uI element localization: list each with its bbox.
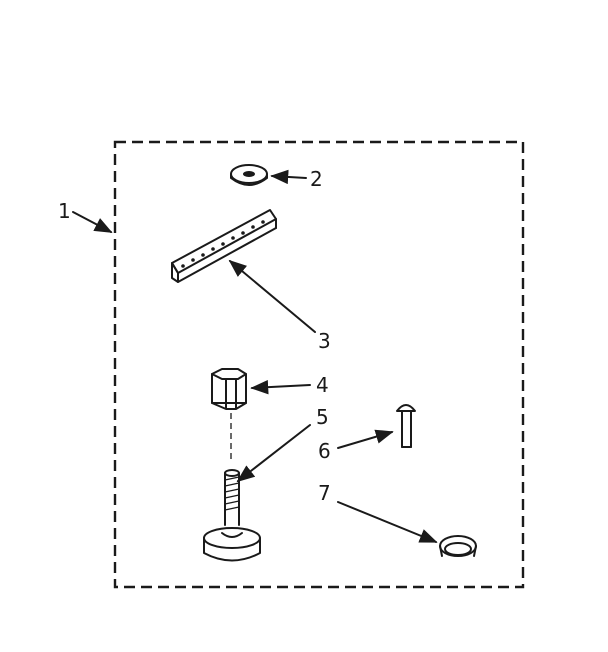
- callout-6: 6: [318, 439, 331, 463]
- leader-line-1: [72, 211, 113, 233]
- leader-line-3: [228, 259, 316, 333]
- callout-7: 7: [318, 481, 331, 505]
- washer-icon: [230, 164, 268, 186]
- leader-line-6: [337, 429, 394, 449]
- callout-1: 1: [58, 199, 71, 223]
- leader-line-4: [250, 379, 311, 395]
- hex-nut-icon: [211, 368, 247, 410]
- clip-ring-icon: [439, 535, 477, 557]
- screw-icon: [396, 404, 416, 448]
- leveling-foot-icon: [203, 469, 261, 562]
- leader-line-7: [337, 501, 438, 543]
- leader-line-5: [236, 424, 311, 483]
- callout-3: 3: [318, 329, 331, 353]
- callout-4: 4: [316, 373, 329, 397]
- kit-boundary-box: [113, 140, 525, 589]
- perforated-strap-icon: [171, 209, 277, 283]
- callout-2: 2: [310, 167, 323, 191]
- callout-5: 5: [316, 405, 329, 429]
- leader-line-2: [270, 169, 307, 185]
